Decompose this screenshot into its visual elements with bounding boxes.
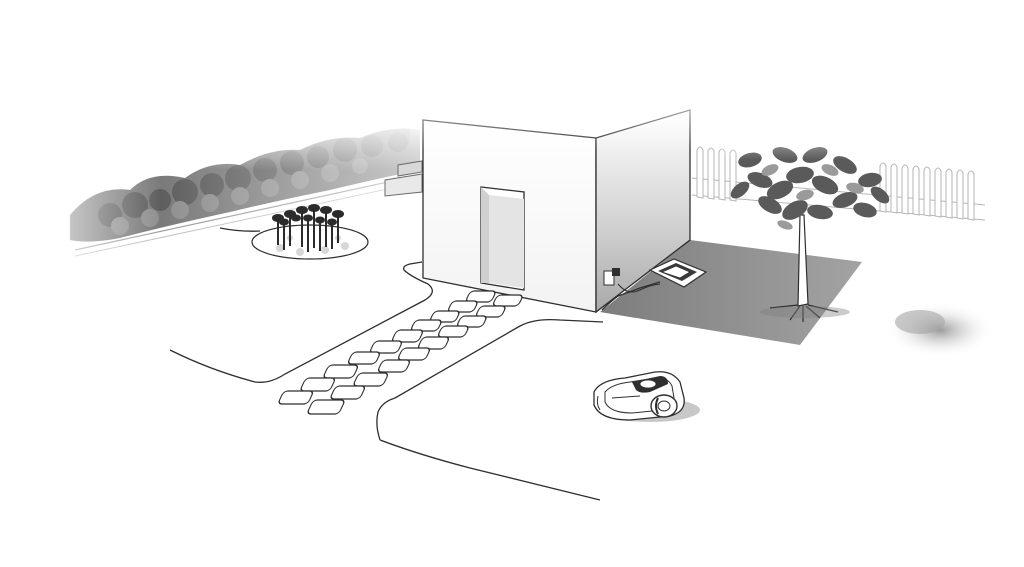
boundary-wire [169, 227, 661, 501]
fence [691, 146, 986, 221]
house [410, 80, 710, 314]
garden-wall [384, 160, 423, 197]
doorway [480, 186, 525, 291]
charging-station [603, 258, 708, 293]
mower-wheel [650, 394, 678, 418]
robotic-mower [593, 371, 700, 422]
hedge-row [0, 110, 480, 270]
tulip-flower-bed [251, 204, 369, 260]
stepping-stones [278, 290, 523, 415]
shrub-right [885, 302, 995, 358]
tree [720, 110, 920, 322]
